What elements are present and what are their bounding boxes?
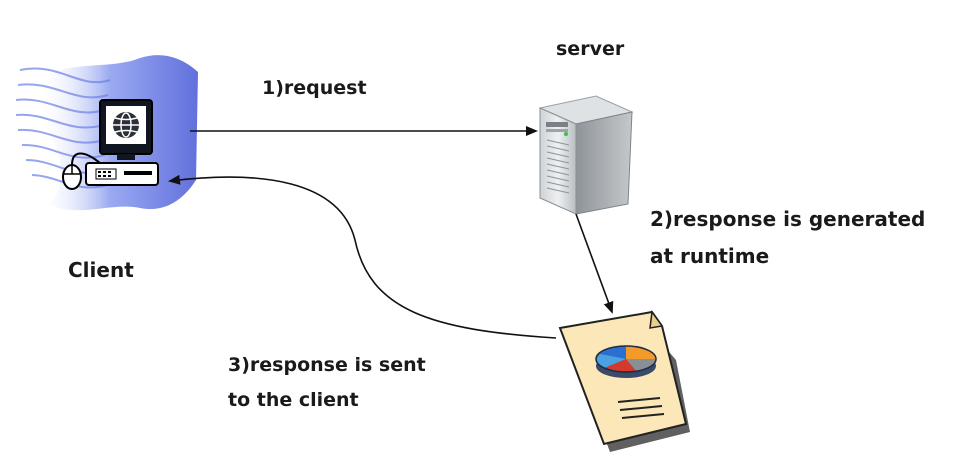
response-sent-label-line2: to the client xyxy=(228,389,359,411)
response-return-arrow xyxy=(168,174,557,339)
server-tower-icon xyxy=(538,95,634,215)
response-generated-label-line2: at runtime xyxy=(650,244,770,268)
response-sent-label-line1: 3)response is sent xyxy=(228,354,426,376)
server-label: server xyxy=(556,38,625,60)
generation-arrow xyxy=(575,213,614,314)
report-document-icon xyxy=(558,310,690,452)
client-label: Client xyxy=(68,258,134,282)
response-generated-label-line1: 2)response is generated xyxy=(650,207,926,231)
computer-icon xyxy=(15,55,198,211)
request-label: 1)request xyxy=(262,77,367,99)
